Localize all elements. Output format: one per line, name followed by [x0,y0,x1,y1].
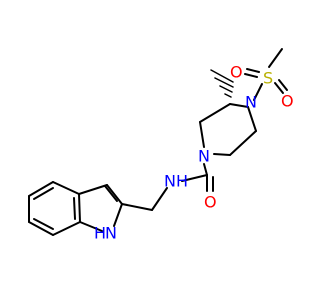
bond-benz-c7-c7a [52,221,81,236]
atom-sulfonyl-o2-label: O [281,92,294,111]
atom-n1-label: N [198,147,210,166]
bond-s-o2-a [278,79,288,91]
bond-indole-c3-c3a [78,184,108,195]
bond-n1-carbonyl-c [203,163,208,176]
atom-indole-n-label: N [105,224,117,243]
bond-benz-c7a-c3a-double [73,197,76,220]
bond-n4-c5 [247,106,257,132]
atom-sulfonyl-s-label: S [263,69,273,88]
molecule-structure: N N N H O S O O N H [28,48,294,243]
methyl-hashed-wedge [210,69,234,98]
bond-benz-c6-c7-double [33,218,54,230]
atom-amide-h-label: H [176,172,188,191]
atom-n4-label: N [245,93,257,112]
bond-c2-c3 [199,103,231,123]
bond-benz-c4-c5 [28,181,54,197]
bond-benz-c4-c5-double [33,187,54,200]
bond-c6-n1 [213,153,231,156]
bond-amide-n-ch2 [151,187,168,211]
bond-indole-c2-c3-double [104,185,118,202]
bond-s-o1-b [244,73,258,78]
bond-s-o1-a [246,68,260,73]
bond-indole-c3a-c7a [78,193,81,223]
bond-indole-c2-c3 [106,184,123,205]
atom-sulfonyl-o1-label: O [230,63,243,82]
bond-n1-c2 [199,121,205,148]
bond-carbonyl-c-amide-n [181,174,208,182]
bond-indole-n1-c2 [113,203,123,227]
bond-benz-c6-c7 [28,221,54,236]
atom-carbonyl-o-label: O [204,193,217,212]
atom-amide-n-label: N [164,172,176,191]
bond-c3-n4 [229,103,249,108]
bond-n4-s [253,83,263,101]
bond-c5-c6 [229,130,257,156]
bond-indole-c7a-n1 [79,221,103,232]
bond-benz-c3a-c4 [52,181,80,195]
bond-ch2-indole-c2 [121,203,153,211]
atom-indole-h-label: H [94,224,106,243]
bond-s-methyl [268,48,283,68]
bond-s-o2-b [274,82,284,94]
